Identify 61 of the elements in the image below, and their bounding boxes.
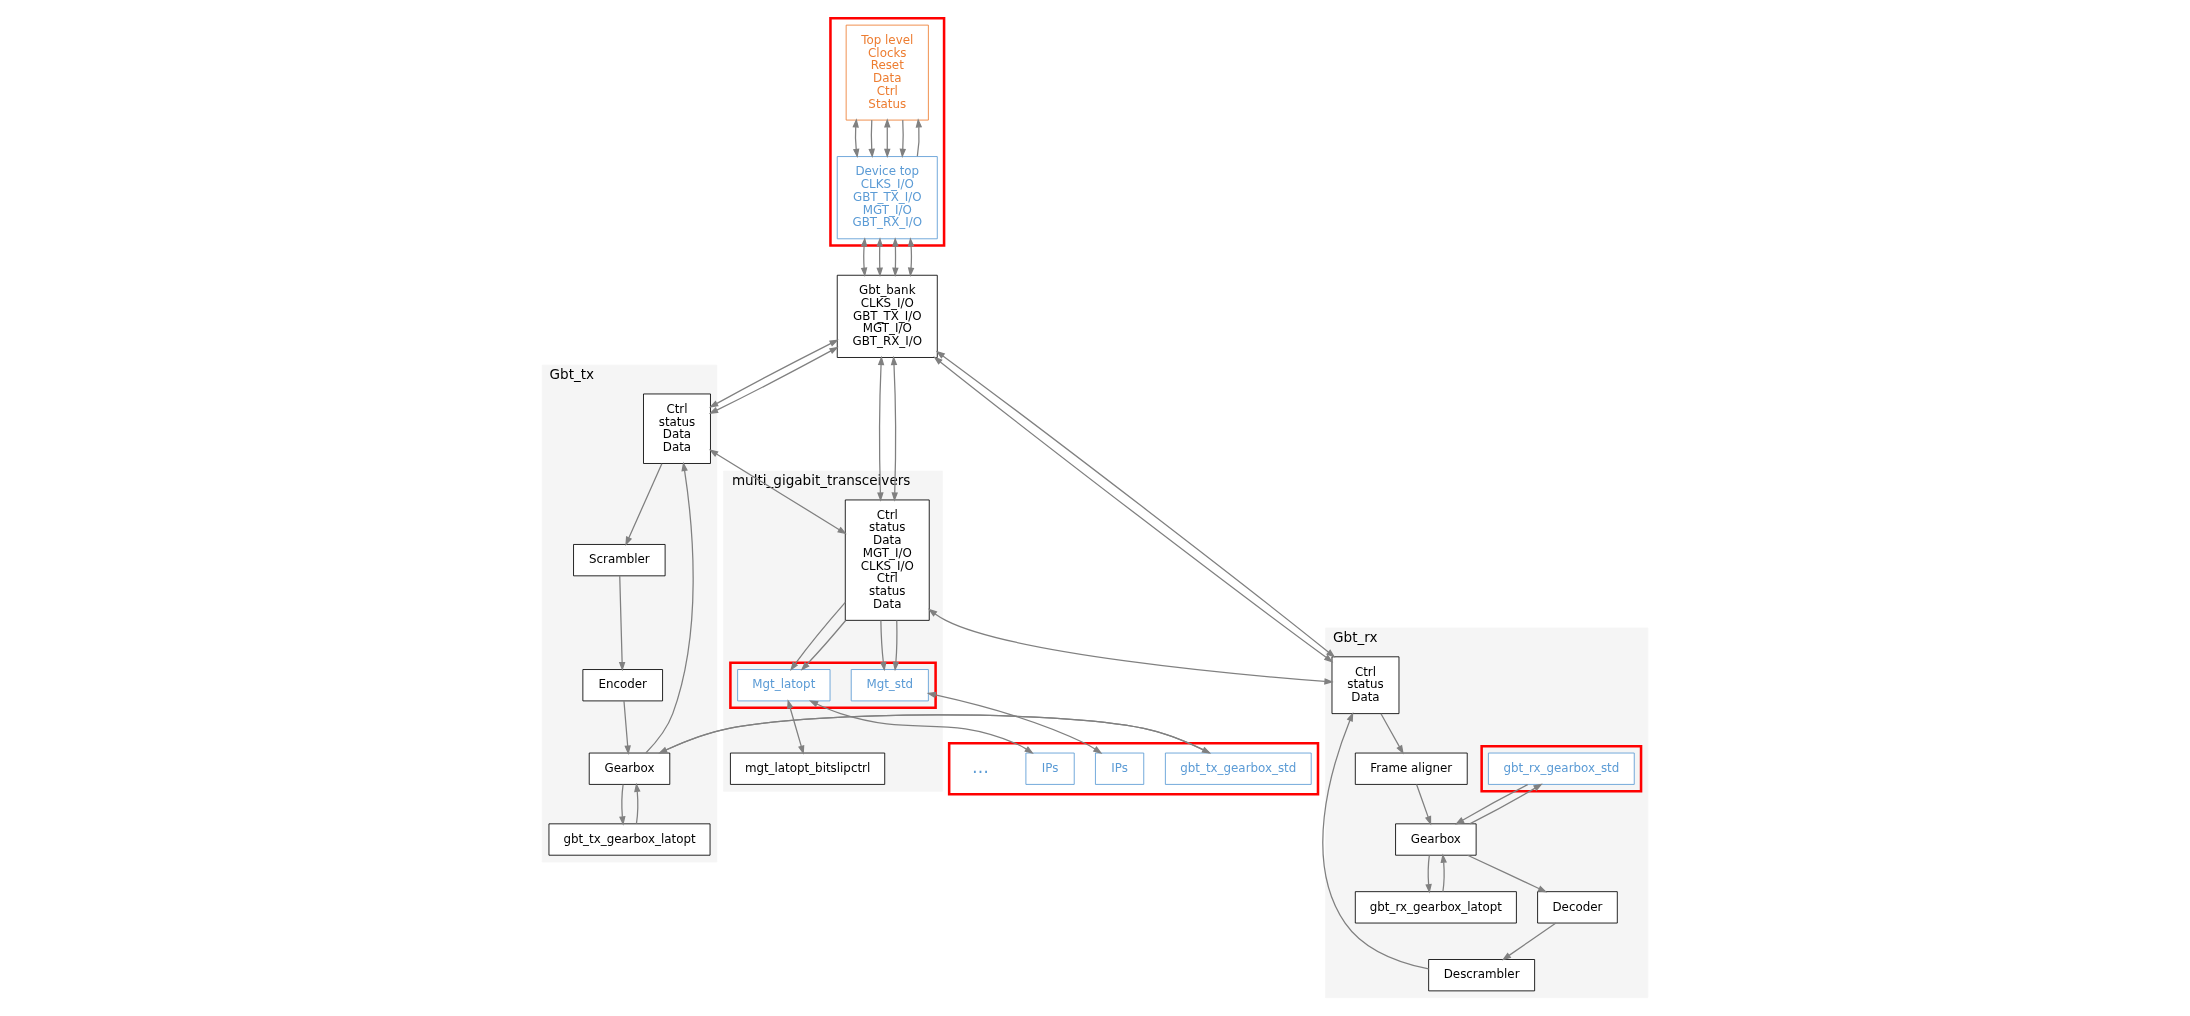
arrow xyxy=(1425,854,1432,894)
arrow xyxy=(884,118,891,159)
node-box: Descrambler xyxy=(1428,959,1536,992)
cluster xyxy=(947,742,1320,796)
node-box: gbt_rx_gearbox_std xyxy=(1488,752,1635,785)
node-box: Decoder xyxy=(1537,891,1618,924)
arrow xyxy=(709,339,839,408)
arrow xyxy=(852,118,860,159)
node-box: Gearbox xyxy=(1395,823,1477,856)
arrow xyxy=(790,601,846,671)
arrow xyxy=(1501,922,1557,961)
arrow xyxy=(892,237,899,277)
arrow xyxy=(708,449,847,535)
arrow xyxy=(634,782,641,825)
arrow xyxy=(618,575,626,672)
node-box: IPs xyxy=(1095,752,1145,785)
node-box: gbt_tx_gearbox_std xyxy=(1164,752,1312,785)
arrow xyxy=(890,355,898,502)
arrow xyxy=(1380,713,1404,755)
node-box: gbt_rx_gearbox_latopt xyxy=(1354,891,1517,924)
node-box: Encoder xyxy=(582,669,663,702)
arrow xyxy=(1469,783,1543,825)
node-box: Scrambler xyxy=(573,544,666,577)
arrow xyxy=(860,237,868,277)
node-box: Gearbox xyxy=(588,752,671,785)
arrow xyxy=(623,700,631,755)
arrow xyxy=(876,237,883,277)
arrow xyxy=(1322,712,1430,970)
node-box: Ctrl status Data xyxy=(1331,656,1400,715)
arrow xyxy=(808,700,1034,755)
node-box: Top level Clocks Reset Data Ctrl Status xyxy=(845,24,929,121)
arrow xyxy=(1467,854,1548,893)
node-box: Mgt_latopt xyxy=(737,669,831,702)
arrow xyxy=(1440,853,1447,893)
arrow xyxy=(625,463,663,546)
arrow xyxy=(880,619,887,672)
arrow xyxy=(645,461,694,754)
arrow xyxy=(899,119,907,159)
node-box: Gbt_bank CLKS_I/O GBT_TX_I/O MGT_I/O GBT_RX_I/O xyxy=(836,274,938,358)
arrow xyxy=(787,699,805,755)
node-box: Mgt_std xyxy=(850,669,929,702)
arrow xyxy=(619,783,626,826)
arrow xyxy=(868,119,875,159)
arrow xyxy=(708,346,839,415)
arrow xyxy=(915,118,923,157)
node-box: Ctrl status Data MGT_I/O CLKS_I/O Ctrl status Data xyxy=(844,499,930,621)
arrow xyxy=(800,619,847,671)
arrow xyxy=(926,691,1103,754)
arrow xyxy=(907,237,915,277)
node-box: gbt_tx_gearbox_latopt xyxy=(548,823,711,856)
arrow xyxy=(892,619,900,672)
node-box: Ctrl status Data Data xyxy=(643,393,711,464)
node-box: Device top CLKS_I/O GBT_TX_I/O MGT_I/O GBT_RX_I/O xyxy=(836,156,938,240)
node-box: mgt_latopt_bitslipctrl xyxy=(730,752,886,785)
arrow xyxy=(1415,783,1432,826)
node-box: IPs xyxy=(1025,752,1075,785)
arrow xyxy=(927,608,1334,685)
node-box: Frame aligner xyxy=(1354,752,1468,785)
arrow xyxy=(877,355,885,502)
arrow xyxy=(1454,783,1529,825)
label: … xyxy=(972,756,989,777)
